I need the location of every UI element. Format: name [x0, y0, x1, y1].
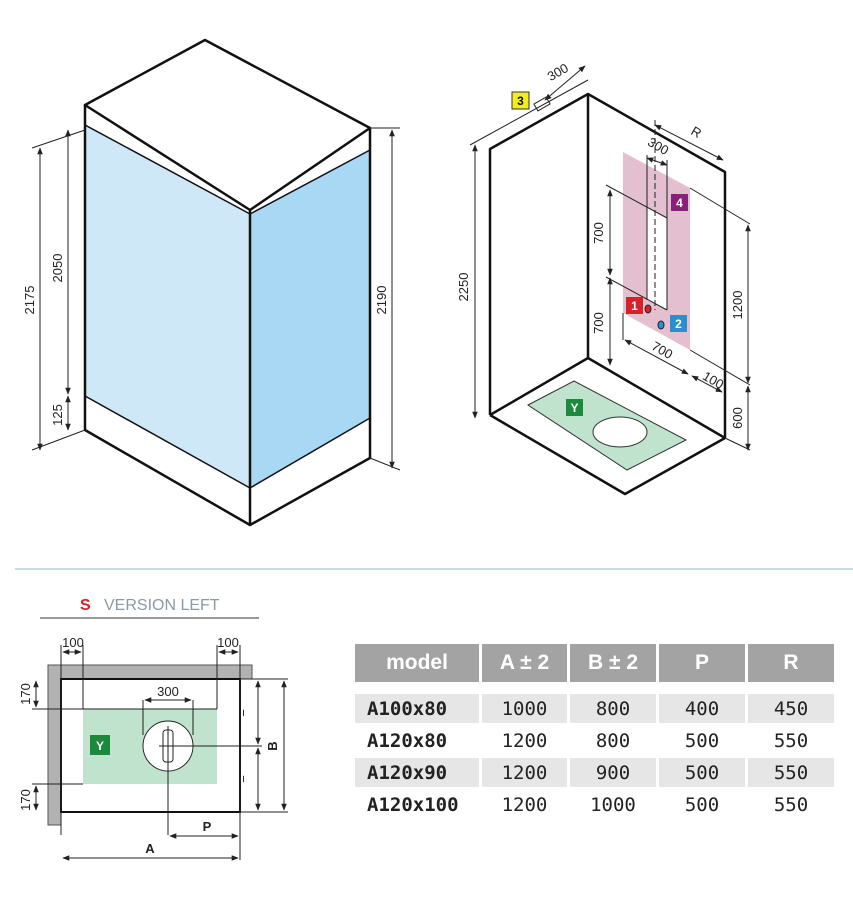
- dim-2175: 2175: [22, 286, 37, 315]
- plan-view: Y: [32, 645, 288, 861]
- cabin-interior: 3 4 1 2 Y: [469, 65, 751, 496]
- col-a: A ± 2: [482, 644, 567, 682]
- dim-lower-700: 700: [591, 312, 606, 334]
- dim-left-100: 100: [62, 635, 84, 650]
- cell: 900: [570, 758, 656, 787]
- cell: 1200: [482, 758, 567, 787]
- cell: 500: [659, 758, 745, 787]
- dim-a: A: [145, 841, 155, 856]
- svg-text:3: 3: [517, 94, 524, 108]
- version-label: VERSION LEFT: [104, 597, 220, 614]
- dim-p: P: [203, 819, 212, 834]
- dim-125: 125: [50, 404, 65, 426]
- dim-bottom-170: 170: [18, 789, 33, 811]
- svg-text:2: 2: [675, 317, 682, 331]
- cell: A100x80: [355, 694, 479, 723]
- cell: 500: [684, 729, 720, 752]
- badge-y-plan: Y: [90, 735, 110, 755]
- table-header: model A ± 2 B ± 2 P R: [355, 644, 834, 682]
- col-b: B ± 2: [570, 644, 656, 682]
- badge-4: 4: [671, 194, 688, 211]
- badge-1: 1: [626, 297, 643, 314]
- dim-100: 100: [700, 368, 726, 392]
- dim-2250: 2250: [456, 273, 471, 302]
- badge-y-floor: Y: [566, 399, 583, 416]
- svg-text:1: 1: [631, 299, 638, 313]
- svg-text:Y: Y: [570, 401, 578, 415]
- version-letter: S: [80, 597, 91, 614]
- cell: 450: [748, 694, 834, 723]
- left-dimensions: [31, 127, 401, 471]
- svg-text:4: 4: [676, 196, 683, 210]
- cell: 1000: [590, 793, 636, 816]
- cell: 400: [659, 694, 745, 723]
- table-row: A120x80 1200 800 500 550: [355, 726, 834, 755]
- dim-b: B: [265, 741, 280, 750]
- cell: 800: [595, 729, 631, 752]
- cell: 1200: [501, 793, 548, 816]
- cell: A120x100: [367, 793, 459, 816]
- cell: 1000: [482, 694, 567, 723]
- dim-1200: 1200: [730, 291, 745, 320]
- cell: 500: [684, 793, 720, 816]
- cell: 550: [773, 793, 809, 816]
- dim-top-300: 300: [545, 60, 571, 84]
- cell: A120x90: [355, 758, 479, 787]
- dim-600: 600: [730, 407, 745, 429]
- col-r: R: [748, 644, 834, 682]
- dim-r: R: [688, 123, 704, 141]
- cell: 550: [773, 729, 809, 752]
- dim-slot-300: 300: [645, 134, 671, 158]
- badge-3: 3: [511, 91, 530, 110]
- cell: 1200: [501, 729, 548, 752]
- dim-2190: 2190: [374, 286, 389, 315]
- cell: 800: [570, 694, 656, 723]
- cell: A120x80: [367, 729, 448, 752]
- col-p: P: [659, 644, 745, 682]
- equal-mark-1: =: [234, 709, 249, 717]
- dim-2050: 2050: [50, 254, 65, 283]
- dim-right-100: 100: [217, 635, 239, 650]
- cell: 550: [748, 758, 834, 787]
- dim-upper-700: 700: [591, 222, 606, 244]
- cabin-isometric: [83, 38, 372, 527]
- dim-top-170: 170: [18, 683, 33, 705]
- equal-mark-2: =: [234, 775, 249, 783]
- svg-text:Y: Y: [96, 739, 104, 753]
- col-model: model: [355, 644, 479, 682]
- table-row: A120x100 1200 1000 500 550: [355, 790, 834, 819]
- dim-hole-300: 300: [157, 684, 179, 699]
- dim-700-width: 700: [649, 338, 675, 362]
- badge-2: 2: [670, 315, 687, 332]
